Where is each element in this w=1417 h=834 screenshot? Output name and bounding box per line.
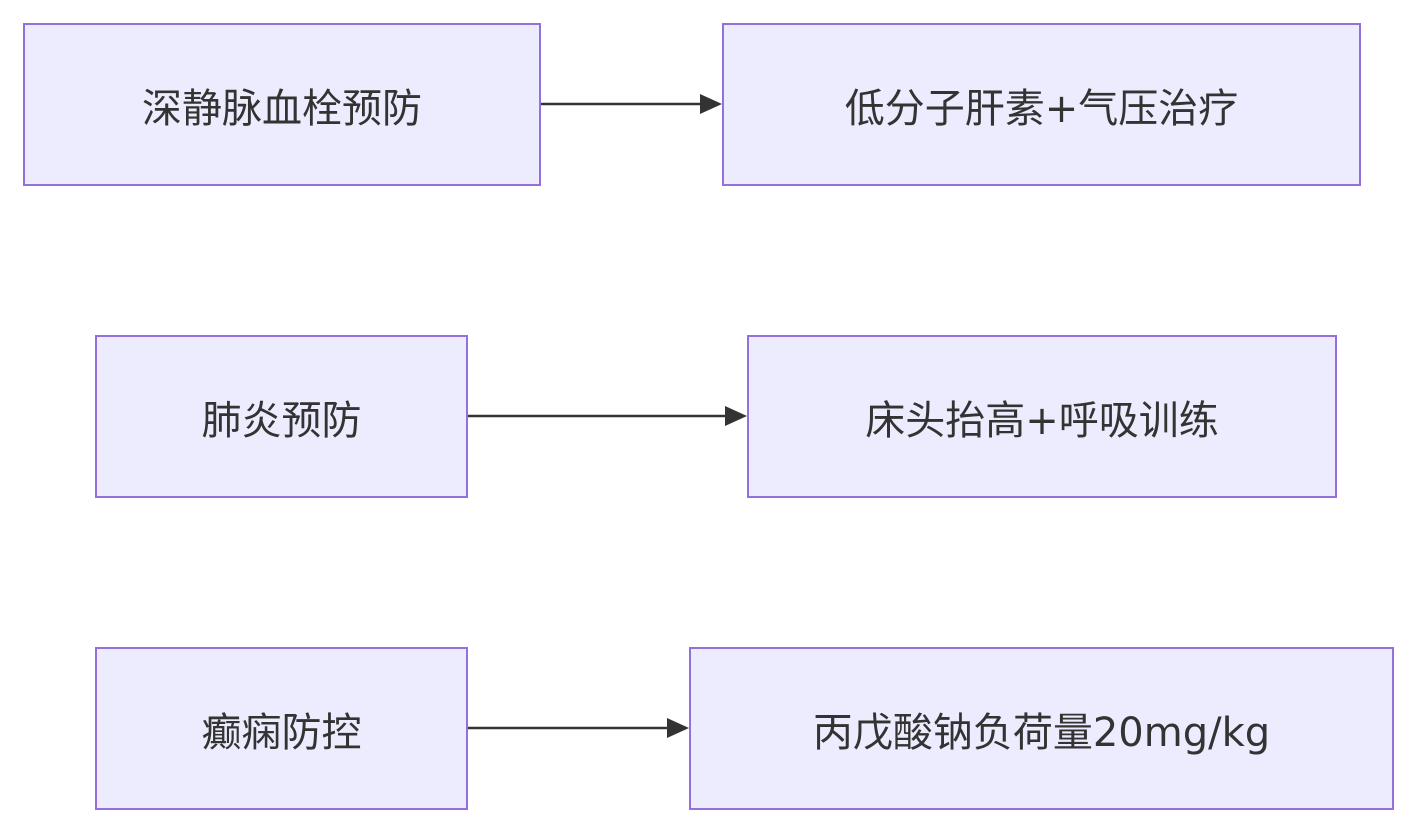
node-valproate-loading[interactable]: 丙戊酸钠负荷量20mg/kg	[689, 647, 1394, 810]
arrowhead-icon	[700, 94, 722, 114]
node-label: 肺炎预防	[201, 397, 362, 444]
edge-pneumonia	[468, 406, 747, 426]
node-label: 低分子肝素+气压治疗	[844, 85, 1239, 132]
node-label: 丙戊酸钠负荷量20mg/kg	[812, 709, 1271, 756]
node-head-elevation-breathing[interactable]: 床头抬高+呼吸训练	[747, 335, 1337, 498]
edge-epilepsy	[468, 718, 689, 738]
node-epilepsy-control[interactable]: 癫痫防控	[95, 647, 468, 810]
node-label: 床头抬高+呼吸训练	[865, 397, 1219, 444]
node-dvt-prevention[interactable]: 深静脉血栓预防	[23, 23, 541, 186]
edge-dvt	[541, 94, 722, 114]
node-lmwh-compression[interactable]: 低分子肝素+气压治疗	[722, 23, 1361, 186]
node-label: 癫痫防控	[201, 709, 362, 756]
node-label: 深静脉血栓预防	[142, 85, 422, 132]
arrowhead-icon	[725, 406, 747, 426]
node-pneumonia-prevention[interactable]: 肺炎预防	[95, 335, 468, 498]
arrowhead-icon	[667, 718, 689, 738]
